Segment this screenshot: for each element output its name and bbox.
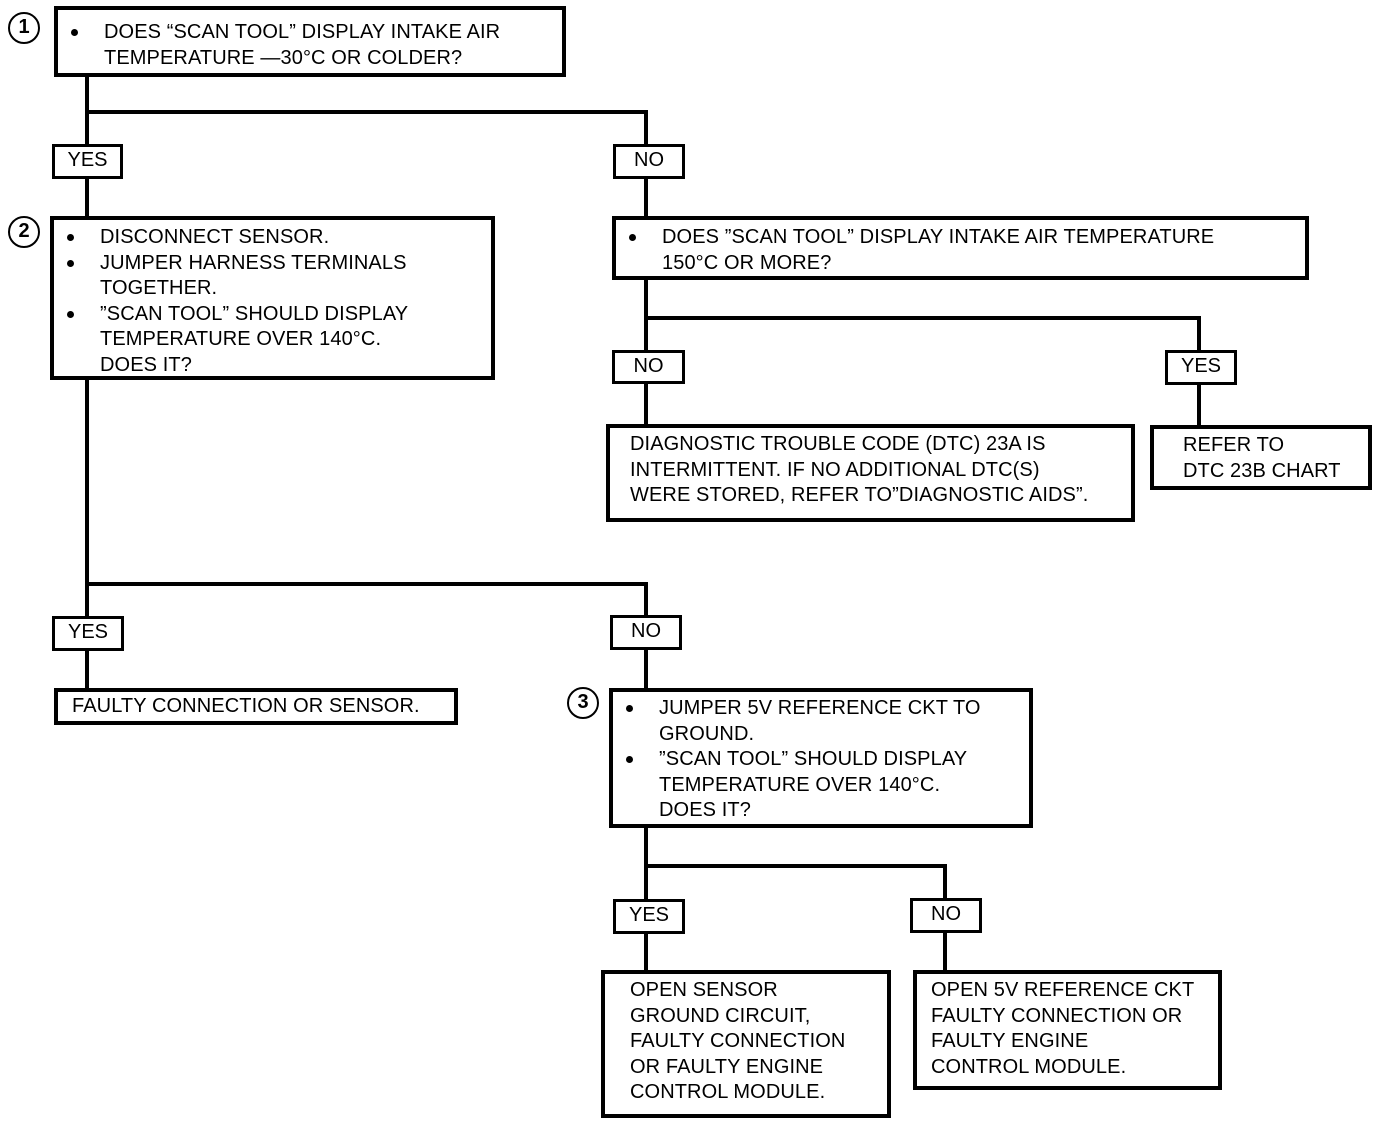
- question-cold-temperature-text: DOES “SCAN TOOL” DISPLAY INTAKE AIR TEMP…: [58, 20, 562, 71]
- step2-item-jumper: JUMPER HARNESS TERMINALS TOGETHER.: [54, 251, 491, 302]
- question-hot-temperature-text: DOES ”SCAN TOOL” DISPLAY INTAKE AIR TEMP…: [616, 225, 1305, 276]
- step3-item-jumper: JUMPER 5V REFERENCE CKT TO GROUND.: [613, 696, 1029, 747]
- step2-item-disconnect: DISCONNECT SENSOR.: [54, 225, 491, 251]
- no-label-step3: NO: [910, 898, 982, 933]
- result-open-5v: OPEN 5V REFERENCE CKT FAULTY CONNECTION …: [913, 970, 1222, 1090]
- result-intermittent: DIAGNOSTIC TROUBLE CODE (DTC) 23A IS INT…: [606, 424, 1135, 522]
- no-label-step1: NO: [613, 144, 685, 179]
- result-refer-23b: REFER TO DTC 23B CHART: [1150, 425, 1372, 490]
- step2-item-display: ”SCAN TOOL” SHOULD DISPLAY TEMPERATURE O…: [54, 302, 491, 379]
- result-open-ground: OPEN SENSOR GROUND CIRCUIT, FAULTY CONNE…: [601, 970, 891, 1118]
- yes-label-step1: YES: [52, 144, 123, 179]
- question-hot-temperature: DOES ”SCAN TOOL” DISPLAY INTAKE AIR TEMP…: [612, 216, 1309, 280]
- no-label-step2: NO: [610, 615, 682, 650]
- step-number-1: 1: [8, 12, 40, 44]
- step-number-3: 3: [567, 687, 599, 719]
- result-faulty-connection: FAULTY CONNECTION OR SENSOR.: [54, 688, 458, 725]
- no-label-hot-temp: NO: [612, 350, 685, 384]
- question-cold-temperature: DOES “SCAN TOOL” DISPLAY INTAKE AIR TEMP…: [54, 6, 566, 77]
- yes-label-step2: YES: [52, 616, 124, 651]
- question-jumper-harness: DISCONNECT SENSOR. JUMPER HARNESS TERMIN…: [50, 216, 495, 380]
- question-jumper-5v: JUMPER 5V REFERENCE CKT TO GROUND. ”SCAN…: [609, 688, 1033, 828]
- step-number-2: 2: [8, 216, 40, 248]
- step3-item-display: ”SCAN TOOL” SHOULD DISPLAY TEMPERATURE O…: [613, 747, 1029, 824]
- yes-label-hot-temp: YES: [1165, 350, 1237, 385]
- yes-label-step3: YES: [613, 899, 685, 934]
